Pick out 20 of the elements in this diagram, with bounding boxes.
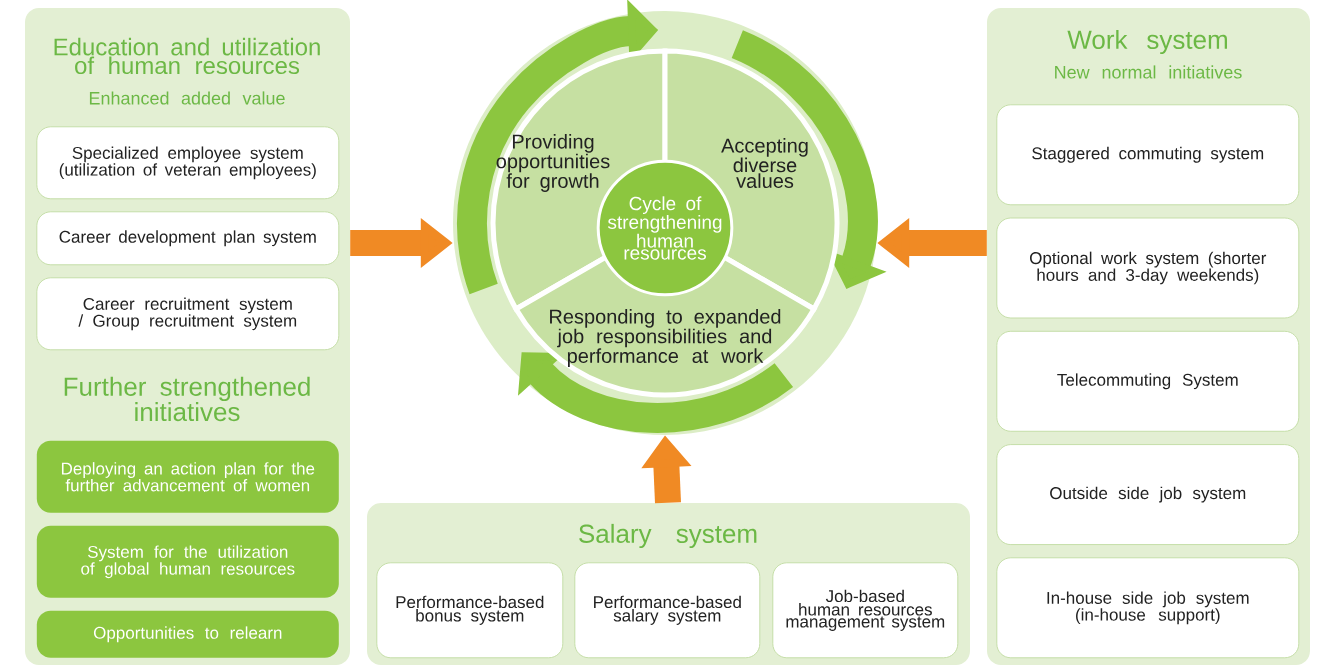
panel-heading: Work system [1067,29,1227,55]
system-box: In-house side job system (in-house support) [996,557,1300,659]
system-box: Performance-based bonus system [376,562,564,659]
initiative-box: Opportunities to relearn [36,610,339,658]
initiative-box: System for the utilization of global human resources [36,525,339,598]
system-box: Staggered commuting system [996,104,1300,206]
panel-heading: Enhanced added value [89,91,285,105]
system-box: Job-based human resources management system [772,562,959,659]
panel-heading: Further strengthened initiatives [64,376,310,422]
initiative-box: Deploying an action plan for the further advancement of women [36,440,339,513]
system-box: Outside side job system [996,444,1300,546]
system-box: Performance-based salary system [574,562,761,659]
panel-heading: Salary system [579,523,757,549]
panel-heading: New normal initiatives [1055,65,1242,79]
system-box: Optional work system (shorter hours and 3-day weekends) [996,217,1300,319]
system-box: Career development plan system [36,211,340,266]
system-box: Specialized employee system (utilization of veteran employees) [36,126,340,200]
system-box: Telecommuting System [996,330,1300,432]
panel-heading: Education and utilization of human resources [54,37,320,75]
system-box: Career recruitment system / Group recruitment system [36,277,340,351]
